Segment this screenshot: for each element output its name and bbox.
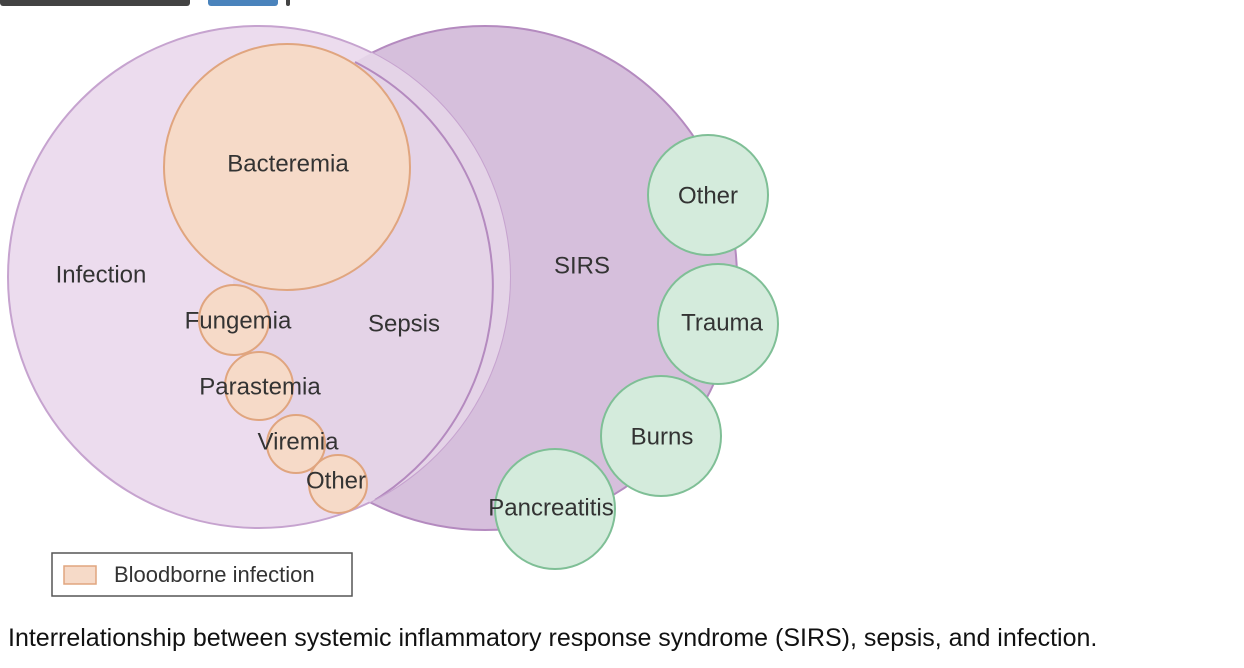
fungemia-circle (198, 284, 270, 356)
parastemia-circle (224, 351, 294, 421)
trauma-label: Trauma (681, 309, 763, 336)
trauma-circle (657, 263, 779, 385)
sirs-label: SIRS (554, 252, 610, 279)
legend-label: Bloodborne infection (114, 562, 315, 587)
bloodborne-infections (163, 43, 411, 514)
fungemia-label: Fungemia (185, 307, 292, 334)
bacteremia-label: Bacteremia (227, 150, 349, 177)
sirs-sepsis-venn-diagram: Infection SIRS Sepsis Bacteremia Fungemi… (7, 25, 779, 597)
pancreatitis-circle (494, 448, 616, 570)
burns-circle (600, 375, 722, 497)
legend-box (51, 552, 353, 597)
sirs-causes (494, 134, 779, 570)
infection-label: Infection (56, 261, 147, 288)
bloodborne-other-label: Other (306, 467, 366, 494)
pancreatitis-label: Pancreatitis (488, 494, 613, 521)
burns-label: Burns (631, 423, 694, 450)
parastemia-label: Parastemia (199, 373, 321, 400)
sepsis-label: Sepsis (368, 310, 440, 337)
cropped-top-text (0, 0, 310, 8)
diagram-labels: Infection SIRS Sepsis Bacteremia Fungemi… (56, 150, 764, 521)
sirs-other-label: Other (678, 182, 738, 209)
legend: Bloodborne infection (51, 552, 353, 597)
figure-caption: Interrelationship between systemic infla… (8, 624, 1098, 652)
bacteremia-circle (163, 43, 411, 291)
bloodborne-other-circle (308, 454, 368, 514)
legend-swatch (63, 565, 97, 585)
viremia-label: Viremia (258, 428, 340, 455)
sirs-other-circle (647, 134, 769, 256)
sepsis-boundary-arc (354, 61, 494, 501)
viremia-circle (266, 414, 326, 474)
